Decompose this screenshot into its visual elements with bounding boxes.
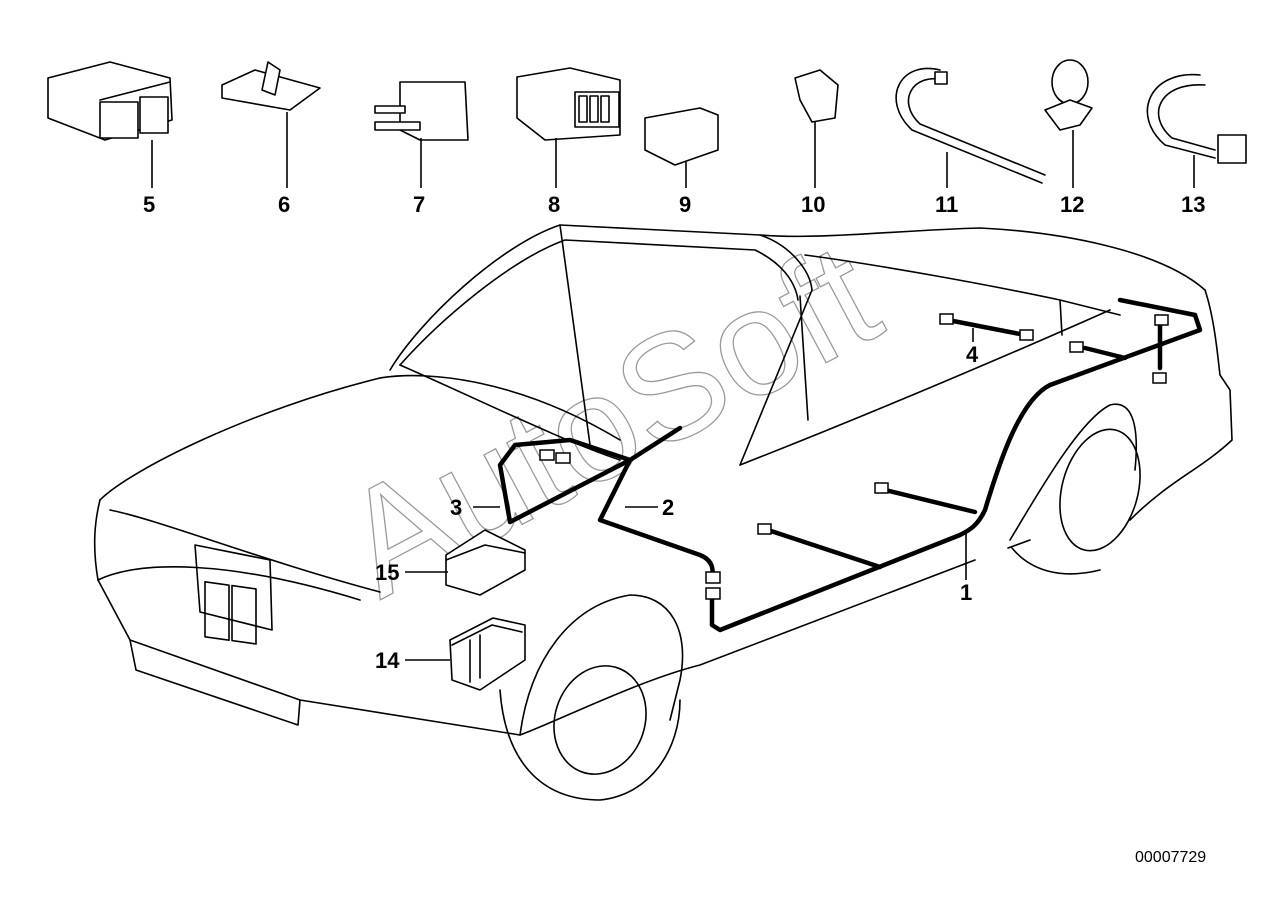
harness-3 xyxy=(497,437,633,525)
part-11-cable-tie xyxy=(895,67,1046,184)
front-wheel xyxy=(553,665,647,775)
part-8-connector-housing xyxy=(516,67,621,141)
callout-15: 15 xyxy=(375,560,399,585)
component-14 xyxy=(449,617,526,691)
connector xyxy=(874,482,889,494)
car-body-outline xyxy=(93,224,1233,801)
connector xyxy=(705,571,721,584)
part-10-cable-clip xyxy=(794,69,839,123)
connector xyxy=(1019,329,1034,341)
part-9-relay xyxy=(644,107,719,166)
callout-14: 14 xyxy=(375,648,400,673)
connector xyxy=(539,449,555,461)
callout-10: 10 xyxy=(801,192,825,217)
part-12-cable-holder xyxy=(1044,59,1093,131)
rear-wheel xyxy=(1059,428,1141,552)
reference-number: 00007729 xyxy=(1135,849,1206,866)
connector xyxy=(757,523,772,535)
harness-4 xyxy=(945,317,1028,338)
callout-4: 4 xyxy=(966,342,979,367)
grille-right xyxy=(231,584,257,645)
leader-lines xyxy=(151,112,1195,661)
watermark: AutoSoft xyxy=(316,209,904,629)
callout-5: 5 xyxy=(143,192,155,217)
part-6-clip-nut xyxy=(221,61,321,111)
connector xyxy=(705,587,721,600)
callout-2: 2 xyxy=(662,495,674,520)
part-5-switch xyxy=(47,61,173,141)
component-15 xyxy=(445,529,526,596)
callout-11: 11 xyxy=(935,192,958,217)
connector xyxy=(1069,341,1084,353)
wiring-harness xyxy=(497,297,1203,633)
watermark-text: AutoSoft xyxy=(316,210,903,628)
callouts: 5 6 7 8 9 10 11 12 13 4 3 2 15 14 1 xyxy=(143,192,1205,673)
part-7-relay-socket xyxy=(374,81,469,141)
callout-6: 6 xyxy=(278,192,290,217)
callout-7: 7 xyxy=(413,192,425,217)
connector xyxy=(1152,372,1167,384)
connector xyxy=(939,313,954,325)
connector xyxy=(555,452,571,464)
callout-13: 13 xyxy=(1181,192,1205,217)
callout-3: 3 xyxy=(450,495,462,520)
callout-9: 9 xyxy=(679,192,691,217)
grille-left xyxy=(204,581,230,641)
callout-8: 8 xyxy=(548,192,560,217)
connector xyxy=(1154,314,1169,326)
callout-12: 12 xyxy=(1060,192,1084,217)
harness-1 xyxy=(709,312,1203,633)
part-13-cable-strap xyxy=(1146,73,1247,164)
callout-1: 1 xyxy=(960,580,972,605)
